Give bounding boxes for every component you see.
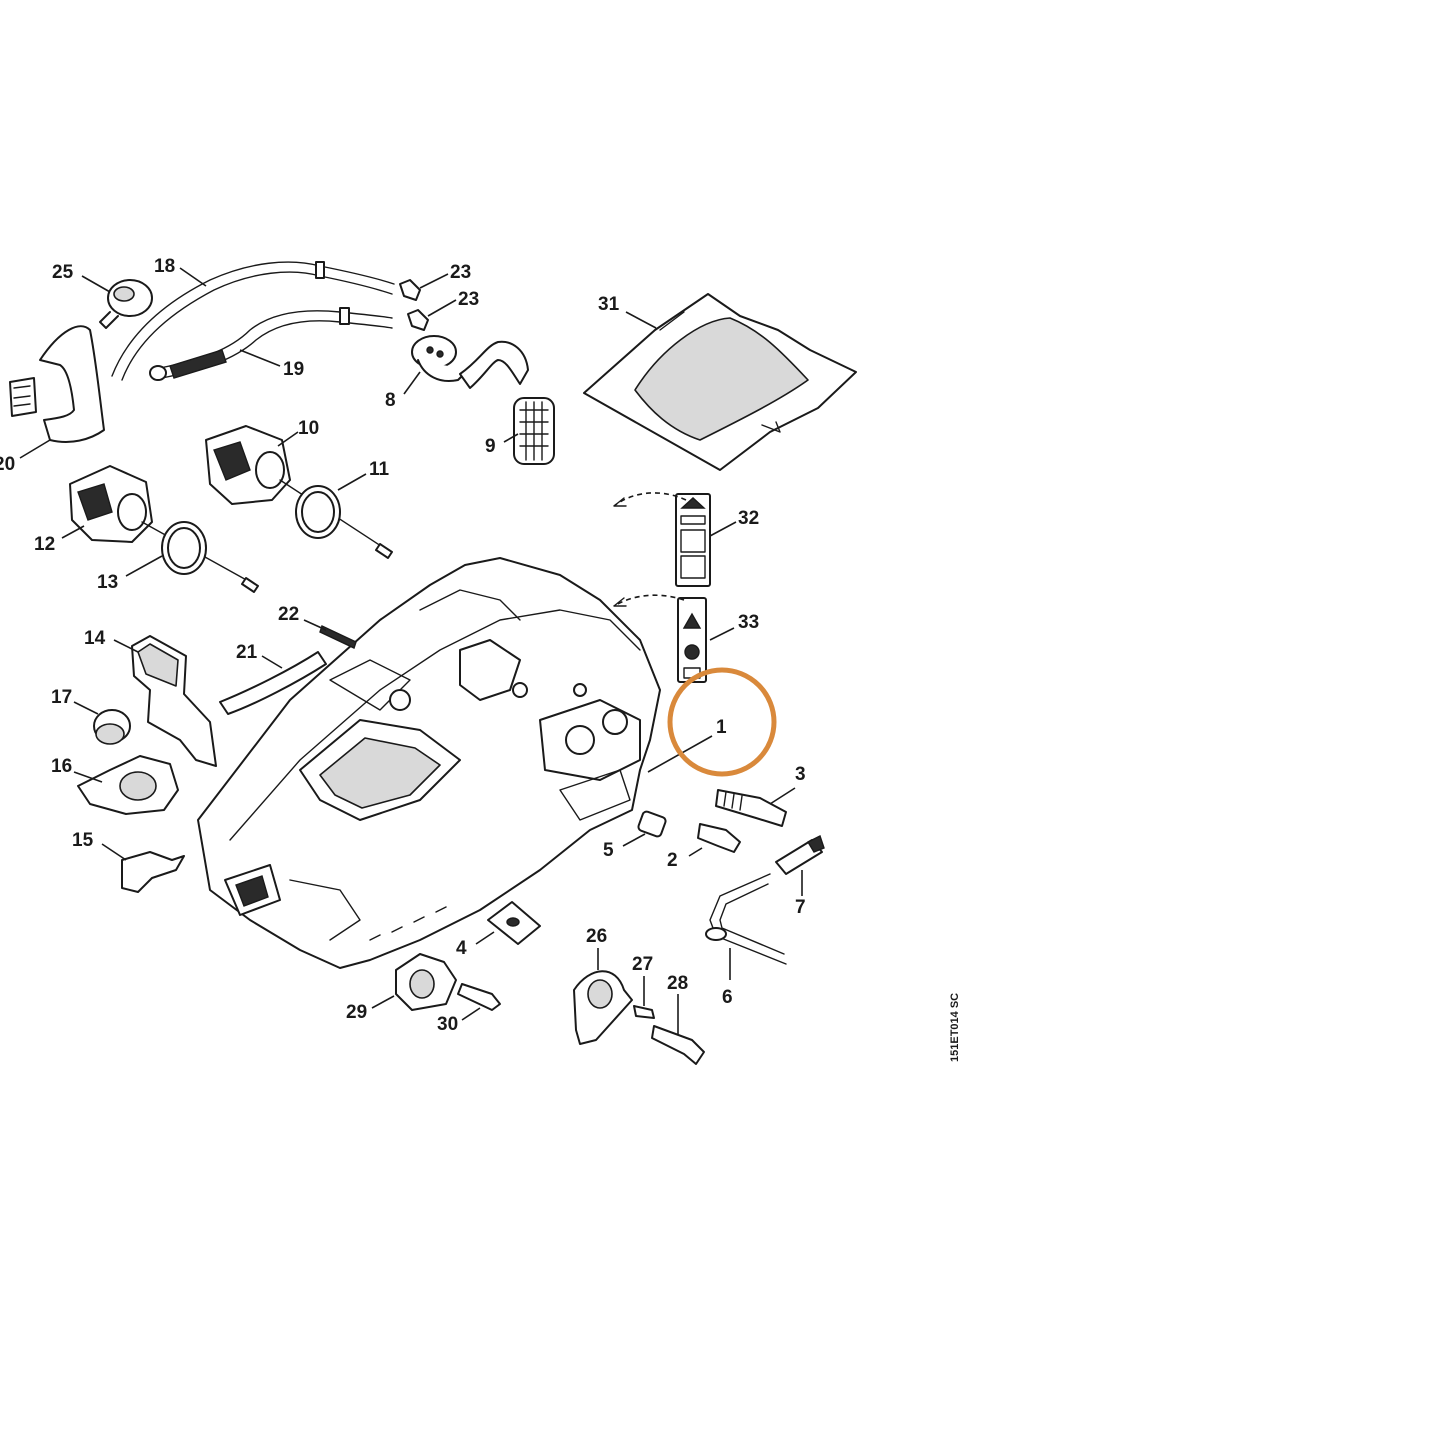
part-16-shroud[interactable] [77,755,179,815]
callout-12[interactable]: 12 [34,534,55,555]
callout-23-upper[interactable]: 23 [450,262,471,283]
callout-9[interactable]: 9 [485,436,496,457]
part-14-bracket[interactable] [131,635,217,767]
part-23-fitting-upper[interactable] [399,279,421,301]
callout-27[interactable]: 27 [632,954,653,975]
callout-23-lower[interactable]: 23 [458,289,479,310]
part-13-o-ring[interactable] [161,521,207,575]
callout-25[interactable]: 25 [52,262,74,283]
callout-21[interactable]: 21 [236,642,258,663]
part-4-pad[interactable] [487,901,541,945]
callout-31[interactable]: 31 [598,294,620,315]
part-21-hose[interactable] [219,651,327,715]
part-2-bolt[interactable] [697,823,741,853]
callout-6[interactable]: 6 [722,987,733,1008]
callout-11[interactable]: 11 [369,459,390,480]
part-11-o-ring[interactable] [295,485,341,539]
part-28-bolt[interactable] [651,1025,705,1065]
part-32-warning-decal[interactable] [675,493,711,587]
callout-4[interactable]: 4 [456,938,467,959]
callout-26[interactable]: 26 [586,926,607,947]
callout-32[interactable]: 32 [738,508,759,529]
part-15-clip[interactable] [121,851,185,893]
callout-28[interactable]: 28 [667,973,688,994]
decal-33-arrowhead [613,597,627,607]
part-20-manifold[interactable] [9,325,105,443]
callout-18[interactable]: 18 [154,256,175,277]
decal-32-arrowhead [613,497,627,507]
callout-33[interactable]: 33 [738,612,759,633]
callout-5[interactable]: 5 [603,840,614,861]
decal-33-placement-arrow [613,594,685,607]
part-29-bracket[interactable] [395,953,457,1011]
callout-3[interactable]: 3 [795,764,806,785]
callout-19[interactable]: 19 [283,359,304,380]
part-1-main-housing[interactable] [197,557,661,969]
callout-17[interactable]: 17 [51,687,72,708]
highlight-ring-part-1 [667,667,777,777]
drawing-code: 151ET014 SC [949,993,961,1062]
part-8-pickup-assembly[interactable] [411,335,529,389]
part-17-grommet[interactable] [93,709,131,745]
callout-30[interactable]: 30 [437,1014,458,1035]
part-26-plate[interactable] [573,970,633,1045]
part-19-impulse-hose[interactable] [149,307,393,381]
callout-7[interactable]: 7 [795,897,806,918]
callout-20[interactable]: 20 [0,454,15,475]
part-25-primer-bulb[interactable] [99,279,153,329]
callout-14[interactable]: 14 [84,628,106,649]
part-6-oil-pipe[interactable] [705,873,787,965]
part-10-pump-assembly[interactable] [205,425,393,559]
part-30-screw[interactable] [457,983,501,1011]
part-27-screw[interactable] [633,1005,655,1019]
part-3-screw[interactable] [715,789,787,827]
callout-10[interactable]: 10 [298,418,319,439]
callout-2[interactable]: 2 [667,850,678,871]
part-18-fuel-hose[interactable] [111,261,395,381]
part-22-spring[interactable] [319,625,357,649]
part-5-plug[interactable] [637,810,667,838]
callout-13[interactable]: 13 [97,572,118,593]
decal-32-placement-arrow [613,492,687,507]
callout-29[interactable]: 29 [346,1002,367,1023]
part-7-screw[interactable] [775,835,825,875]
part-31-cover[interactable] [583,293,857,471]
callout-16[interactable]: 16 [51,756,72,777]
callout-labels: 1 2 3 4 5 6 7 8 9 10 11 12 13 14 15 16 1… [0,256,806,1035]
part-33-warning-decal[interactable] [677,597,707,683]
callout-15[interactable]: 15 [72,830,94,851]
callout-1[interactable]: 1 [716,717,727,738]
callout-8[interactable]: 8 [385,390,396,411]
callout-22[interactable]: 22 [278,604,299,625]
part-23-fitting-lower[interactable] [407,309,429,331]
part-9-fuel-filter[interactable] [513,397,555,465]
